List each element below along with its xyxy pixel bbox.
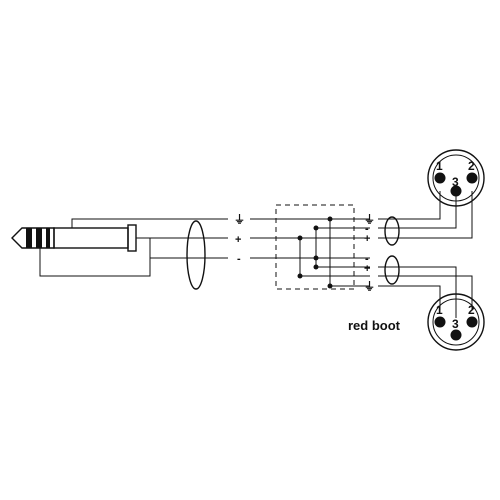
xlr-top-pin1-label: 1 [436, 159, 443, 173]
ground-symbol-right-bottom: ⏚ [364, 280, 375, 293]
xlr-connector-bottom: 1 2 3 [427, 293, 485, 351]
xlr-bottom-outer-ring [427, 293, 485, 351]
xlr-top-pin2-label: 2 [468, 159, 475, 173]
xlr-bottom-pin3-dot [450, 329, 462, 341]
minus-label-right-top: - [365, 223, 369, 235]
dot-minus-top [313, 225, 319, 231]
wire-top-pin3 [378, 196, 457, 229]
wire-ground [71, 218, 228, 228]
xlr-bottom-pin3-label: 3 [452, 317, 459, 331]
xlr-top-pin1-dot [434, 172, 446, 184]
cable-shield-ellipse-top [384, 216, 400, 246]
dot-ground-top [327, 216, 333, 222]
stereo-jack-plug [11, 224, 150, 252]
splitter-wiring [250, 216, 370, 289]
ground-symbol-left: ⏚ [234, 213, 245, 226]
dot-minus-mid [313, 255, 319, 261]
ground-symbol-right-top: ⏚ [364, 213, 375, 226]
dot-plus-bottom [297, 273, 303, 279]
xlr-top-outer-ring [427, 149, 485, 207]
plus-label-left: + [235, 234, 241, 246]
xlr-top-pin3-dot [450, 185, 462, 197]
cable-shield-ellipse-left [186, 220, 206, 290]
jack-collar [127, 224, 137, 252]
xlr-bottom-pin1-dot [434, 316, 446, 328]
jack-ring-band-3 [46, 228, 50, 248]
xlr-connector-top: 1 2 3 [427, 149, 485, 207]
xlr-bottom-pin1-label: 1 [436, 303, 443, 317]
plus-label-right-bottom: + [364, 263, 370, 275]
jack-wires [39, 218, 228, 277]
jack-ring-band-2 [36, 228, 42, 248]
wire-top-pin2 [378, 191, 473, 239]
xlr-bottom-pin2-dot [466, 316, 478, 328]
wire-top-pin1 [378, 191, 441, 220]
dot-ground-bottom [327, 283, 333, 289]
xlr-top-pin2-dot [466, 172, 478, 184]
xlr-bottom-inner-ring [432, 298, 480, 346]
wire-bottom-pin2 [378, 275, 473, 310]
splitter-box [275, 204, 355, 290]
cable-shield-ellipse-bottom [384, 255, 400, 285]
jack-ring-band-1 [26, 228, 32, 248]
dot-plus-top [297, 235, 303, 241]
bottom-xlr-wires [378, 266, 473, 318]
dot-minus-bottom [313, 264, 319, 270]
top-xlr-wires [378, 191, 473, 239]
xlr-bottom-pin2-label: 2 [468, 303, 475, 317]
plus-label-right-top: + [364, 233, 370, 245]
jack-sleeve [53, 227, 129, 249]
xlr-top-inner-ring [432, 154, 480, 202]
red-boot-caption: red boot [348, 318, 401, 333]
minus-label-right-bottom: - [365, 253, 369, 265]
minus-label-left: - [237, 253, 241, 265]
wire-bottom-pin3 [378, 266, 457, 318]
xlr-top-pin3-label: 3 [452, 175, 459, 189]
wire-bottom-pin1 [378, 285, 441, 310]
wire-minus [39, 248, 228, 277]
